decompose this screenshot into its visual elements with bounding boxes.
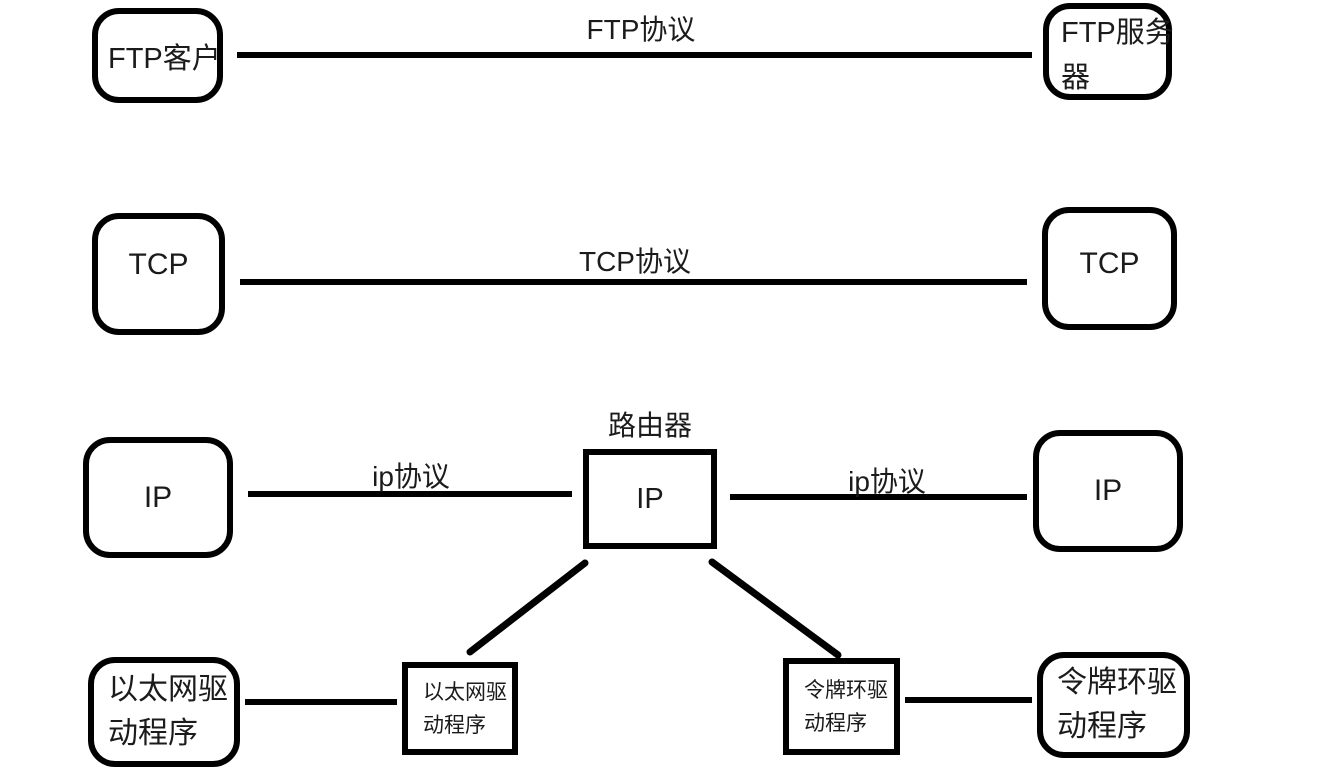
node-token-ring-driver-host-line2: 动程序 [1057, 710, 1147, 743]
node-router-ip: IP [583, 449, 717, 549]
node-token-ring-driver-router-line1: 令牌环驱 [804, 678, 888, 702]
node-ip-right-label: IP [1093, 474, 1123, 507]
node-tcp-right-label: TCP [1079, 246, 1140, 280]
router-caption: 路由器 [607, 410, 692, 441]
edge-label-ftp-protocol: FTP协议 [586, 14, 696, 45]
edge-label-tcp-protocol: TCP协议 [578, 246, 691, 277]
node-token-ring-driver-host: 令牌环驱 动程序 [1037, 652, 1190, 758]
node-ethernet-driver-host-line1: 以太网驱 [108, 673, 228, 706]
node-ethernet-driver-router: 以太网驱 动程序 [402, 662, 518, 755]
node-ftp-server-label-line1: FTP服务 [1061, 17, 1174, 49]
node-ftp-server-label-line2: 器 [1061, 62, 1091, 94]
node-tcp-right: TCP [1042, 207, 1177, 330]
node-ftp-client: FTP客户 [92, 8, 223, 103]
node-ethernet-driver-host-line2: 动程序 [108, 717, 198, 750]
node-ethernet-driver-host: 以太网驱 动程序 [88, 657, 240, 767]
node-router-ip-label: IP [636, 482, 664, 515]
node-ethernet-driver-router-line1: 以太网驱 [423, 680, 507, 704]
node-ethernet-driver-router-line2: 动程序 [423, 713, 486, 737]
node-ftp-client-label: FTP客户 [108, 42, 221, 75]
edge-label-ip-protocol-right: ip协议 [848, 466, 926, 497]
node-ftp-server: FTP服务 器 [1043, 3, 1174, 100]
node-token-ring-driver-router-line2: 动程序 [804, 711, 867, 735]
node-ip-right: IP [1033, 430, 1183, 552]
edge-router-to-token-ring-diagonal [708, 558, 842, 659]
node-ip-left: IP [83, 437, 233, 558]
node-ip-left-label: IP [143, 480, 173, 514]
edge-label-ip-protocol-left: ip协议 [372, 461, 450, 492]
node-tcp-left: TCP [92, 213, 225, 335]
node-token-ring-driver-host-line1: 令牌环驱 [1057, 666, 1177, 699]
edge-router-to-ethernet-diagonal [466, 559, 589, 656]
node-tcp-left-label: TCP [128, 248, 189, 281]
node-token-ring-driver-router: 令牌环驱 动程序 [783, 658, 900, 755]
